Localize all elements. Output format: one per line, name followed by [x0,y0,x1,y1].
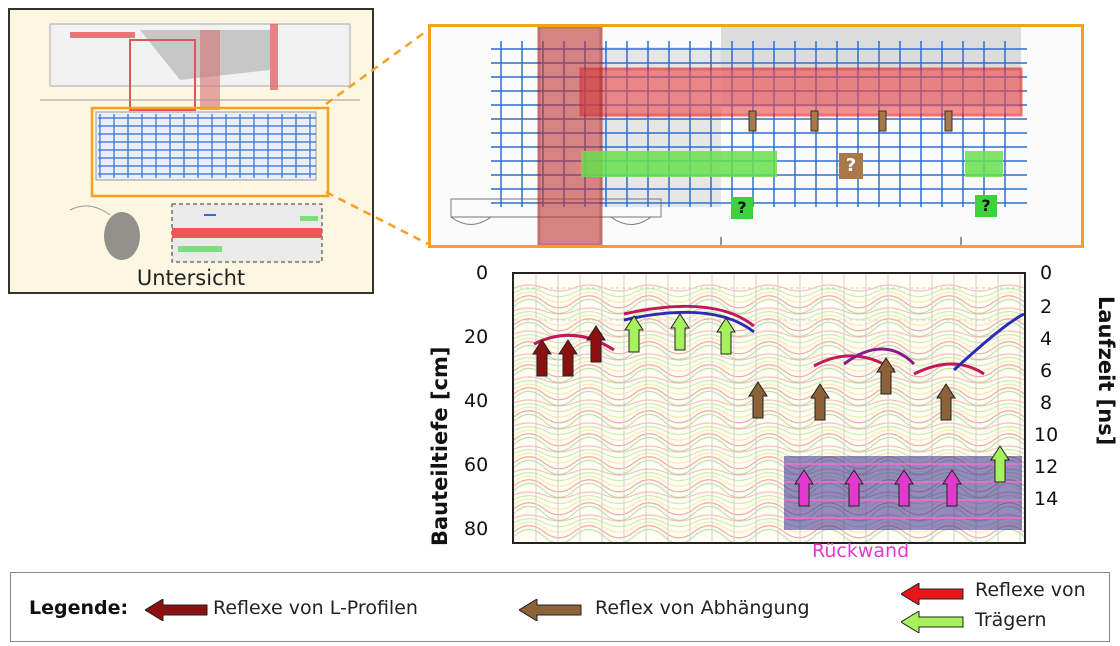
right-axis-tick: 14 [1034,488,1059,510]
unknown-reflex-marker: ? [839,153,863,179]
right-axis-tick: 10 [1034,424,1059,446]
right-axis-tick: 8 [1040,392,1053,414]
overview-drawing [40,23,360,263]
legend-title: Legende: [29,597,129,619]
legend-traeger-label-1: Reflexe von [975,579,1086,601]
legend: Legende: Reflexe von L-Profilen Reflex v… [10,572,1110,642]
left-axis-tick: 20 [464,326,489,348]
reflex-arrow-icon [532,339,552,377]
unknown-traeger-marker: ? [731,197,753,219]
reflex-arrow-icon [894,469,914,507]
right-axis-tick: 4 [1040,328,1053,350]
radargram-image [514,274,1024,542]
abhaengung-arrow-icon [519,599,582,621]
left-axis-tick: 40 [464,390,489,412]
reflex-arrow-icon [876,357,896,395]
left-axis-tick: 0 [476,262,489,284]
right-axis-tick: 12 [1034,456,1059,478]
legend-traeger-label-2: Trägern [975,609,1047,631]
l-profile-arrow-icon [145,599,208,621]
right-axis-tick: 0 [1040,262,1053,284]
traeger-green-arrow-icon [901,611,964,633]
radargram-plot [512,272,1026,544]
reflex-arrow-icon [624,315,644,353]
reflex-arrow-icon [990,445,1010,483]
reflex-arrow-icon [748,381,768,419]
reflex-arrow-icon [586,325,606,363]
reflex-arrow-icon [558,339,578,377]
reflex-arrow-icon [810,383,830,421]
unknown-traeger-marker: ? [975,195,997,217]
overview-zoom-frame [90,106,330,198]
left-axis-tick: 80 [464,518,489,540]
reflex-arrow-icon [844,469,864,507]
left-axis-tick: 60 [464,454,489,476]
zoom-panel: ? ? ? [428,24,1084,248]
reflex-arrow-icon [670,313,690,351]
overview-panel: Untersicht [8,8,374,294]
untersicht-label: Untersicht [136,266,246,290]
left-axis-title: Bauteiltiefe [cm] [428,346,452,547]
legend-l-profile-label: Reflexe von L-Profilen [213,597,418,619]
reflex-arrow-icon [716,317,736,355]
legend-abhaengung-label: Reflex von Abhängung [595,597,810,619]
reflex-arrow-icon [794,469,814,507]
reflex-arrow-icon [936,383,956,421]
traeger-red-arrow-icon [901,583,964,605]
zoom-drawing [450,27,1027,245]
right-axis-tick: 2 [1040,296,1053,318]
reflex-arrow-icon [942,469,962,507]
right-axis-tick: 6 [1040,360,1053,382]
rueckwand-label: Rückwand [812,540,910,562]
right-axis-title: Laufzeit [ns] [1094,296,1118,446]
